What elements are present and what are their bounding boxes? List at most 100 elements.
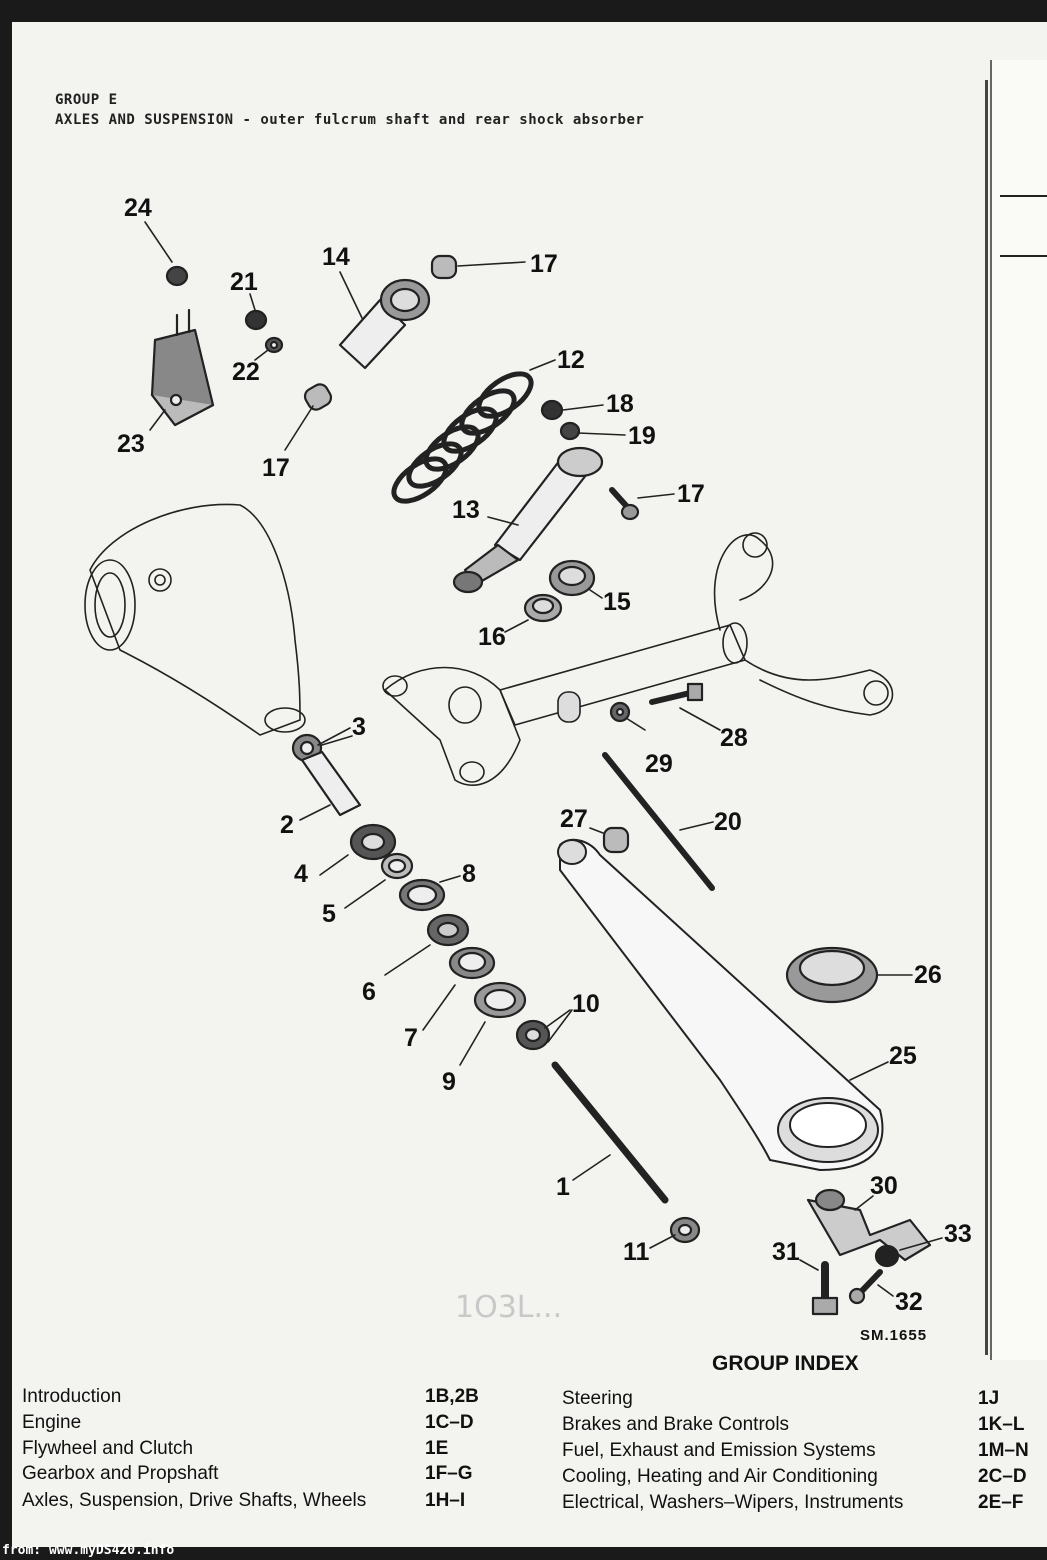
callout-26: 25 [889, 1042, 917, 1070]
index-code-fuel: 1M–N [978, 1440, 1029, 1461]
callout-31: 30 [870, 1172, 898, 1200]
callout-34: 33 [944, 1220, 972, 1248]
index-code-gearbox: 1F–G [425, 1463, 473, 1484]
callout-12: 12 [557, 346, 585, 374]
part-10-seals [515, 1019, 551, 1051]
part-24-bracket [150, 308, 215, 427]
part-11-nut [669, 1216, 701, 1244]
part-9-seal [473, 981, 527, 1019]
callout-7: 7 [404, 1024, 418, 1052]
part-23-washer [264, 336, 284, 354]
callout-33: 32 [895, 1288, 923, 1316]
part-17-bush-lower [303, 383, 333, 411]
part-2-spacer [300, 750, 362, 817]
callout-25: 24 [124, 194, 152, 222]
index-code-electrical: 2E–F [978, 1492, 1024, 1513]
index-item-brakes: Brakes and Brake Controls [562, 1414, 790, 1435]
part-18-bolt [609, 487, 640, 521]
callout-28: 27 [560, 805, 588, 833]
callout-6: 6 [362, 978, 376, 1006]
callout-10: 10 [572, 990, 600, 1018]
callout-13: 13 [452, 496, 480, 524]
side-rule [1000, 255, 1047, 257]
callout-21: 20 [714, 808, 742, 836]
callout-29: 28 [720, 724, 748, 752]
part-34-nut [874, 1244, 900, 1268]
part-12-coil-spring [391, 371, 534, 504]
callout-17-top: 17 [530, 250, 558, 278]
callout-8: 8 [462, 860, 476, 888]
fulcrum-bracket [382, 532, 894, 786]
part-32-bolt [811, 1261, 839, 1316]
page-title: AXLES AND SUSPENSION - outer fulcrum sha… [55, 112, 645, 128]
index-item-cooling: Cooling, Heating and Air Conditioning [562, 1466, 878, 1487]
part-8-seal [398, 878, 446, 912]
callout-3: 3 [352, 713, 366, 741]
index-item-electrical: Electrical, Washers–Wipers, Instruments [562, 1492, 904, 1513]
part-19-nut [540, 399, 564, 421]
part-30-lockwasher [609, 701, 631, 723]
index-item-gearbox: Gearbox and Propshaft [22, 1463, 219, 1484]
part-16-rubber [523, 593, 563, 623]
callout-18: 17 [677, 480, 705, 508]
part-25-nut [165, 265, 189, 287]
callout-23: 22 [232, 358, 260, 386]
callout-11: 11 [623, 1238, 650, 1266]
index-code-flywheel: 1E [425, 1438, 449, 1459]
part-27-rubber-bush [785, 946, 879, 1004]
callout-32: 31 [772, 1238, 800, 1266]
index-item-fuel: Fuel, Exhaust and Emission Systems [562, 1440, 876, 1461]
callout-20: 19 [628, 422, 656, 450]
part-22-nut [244, 309, 268, 331]
part-6-bearing [426, 913, 470, 947]
leader-lines [144, 221, 943, 1297]
figure-reference: SM.1655 [860, 1327, 928, 1344]
index-item-introduction: Introduction [22, 1386, 122, 1407]
callout-2: 2 [280, 811, 294, 839]
index-item-axles: Axles, Suspension, Drive Shafts, Wheels [22, 1490, 367, 1511]
part-1-fulcrum-shaft [551, 1061, 669, 1204]
part-29-bolt [649, 682, 704, 705]
part-4-bearing [349, 823, 397, 861]
faded-stamp: 1O3L... [455, 1290, 563, 1325]
group-index-title: GROUP INDEX [712, 1352, 859, 1375]
callout-24: 23 [117, 430, 145, 458]
part-17-bush-top [430, 254, 458, 280]
side-rule [1000, 195, 1047, 197]
index-item-engine: Engine [22, 1412, 82, 1433]
index-item-flywheel: Flywheel and Clutch [22, 1438, 194, 1459]
source-footer: from: www.myDS420.info [2, 1543, 175, 1558]
index-code-cooling: 2C–D [978, 1466, 1027, 1487]
index-code-axles: 1H–I [425, 1490, 466, 1511]
part-15-rubber [548, 559, 596, 597]
part-31-bracket [806, 1188, 932, 1262]
part-13-shock-absorber [452, 446, 604, 594]
index-code-brakes: 1K–L [978, 1414, 1025, 1435]
index-code-engine: 1C–D [425, 1412, 474, 1433]
adjacent-page-strip [990, 60, 1047, 1360]
callout-4: 4 [294, 860, 308, 888]
callout-19: 18 [606, 390, 634, 418]
part-28-bush [602, 826, 630, 854]
part-26-lower-wishbone [557, 838, 884, 1171]
part-14-bump-stop [338, 278, 431, 370]
index-code-introduction: 1B,2B [425, 1386, 479, 1407]
callout-15: 15 [603, 588, 631, 616]
callout-17-lower: 17 [262, 454, 290, 482]
part-21-shaft [602, 752, 715, 891]
index-item-steering: Steering [562, 1388, 633, 1409]
part-7-cup [448, 946, 496, 980]
callout-16: 16 [478, 623, 506, 651]
callout-labels: 24 21 22 23 14 17 17 12 18 19 17 13 15 1… [117, 194, 972, 1316]
callout-9: 9 [442, 1068, 456, 1096]
index-code-steering: 1J [978, 1388, 1000, 1409]
group-heading: GROUP E [55, 92, 118, 108]
callout-14: 14 [322, 243, 350, 271]
callout-22: 21 [230, 268, 258, 296]
part-33-bolt [848, 1269, 883, 1305]
callout-30: 29 [645, 750, 673, 778]
callout-1: 1 [556, 1173, 570, 1201]
hub-carrier [84, 503, 306, 736]
callout-27: 26 [914, 961, 942, 989]
